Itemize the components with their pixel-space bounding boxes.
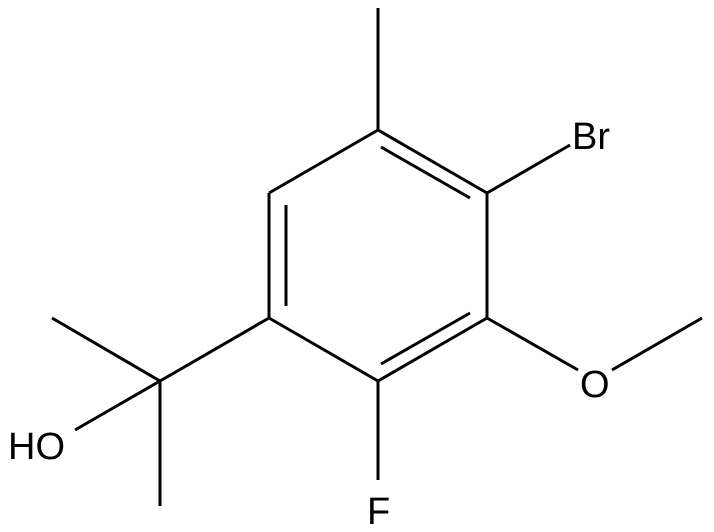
ring-bond-c4-c5	[377, 128, 488, 195]
ring-bond-c5-c6	[268, 128, 379, 195]
methoxy-methyl-bond	[611, 316, 703, 372]
bromine-bond	[486, 143, 571, 195]
ring-bond-c2-c3	[377, 316, 488, 383]
quaternary-carbon-bond	[159, 316, 270, 383]
ring-bond-c1-c2	[268, 316, 379, 383]
hydroxyl-bond	[74, 379, 161, 432]
upper-methyl-bond	[51, 316, 161, 383]
methoxy-oxygen-label: O	[580, 364, 610, 406]
fluorine-label: F	[367, 491, 390, 532]
bromine-label: Br	[572, 116, 610, 158]
methoxy-o-bond	[486, 316, 579, 372]
ring-double-bond-c4-c5	[380, 145, 471, 200]
ring-double-bond-c2-c3	[380, 311, 471, 366]
hydroxyl-label: HO	[8, 426, 65, 468]
